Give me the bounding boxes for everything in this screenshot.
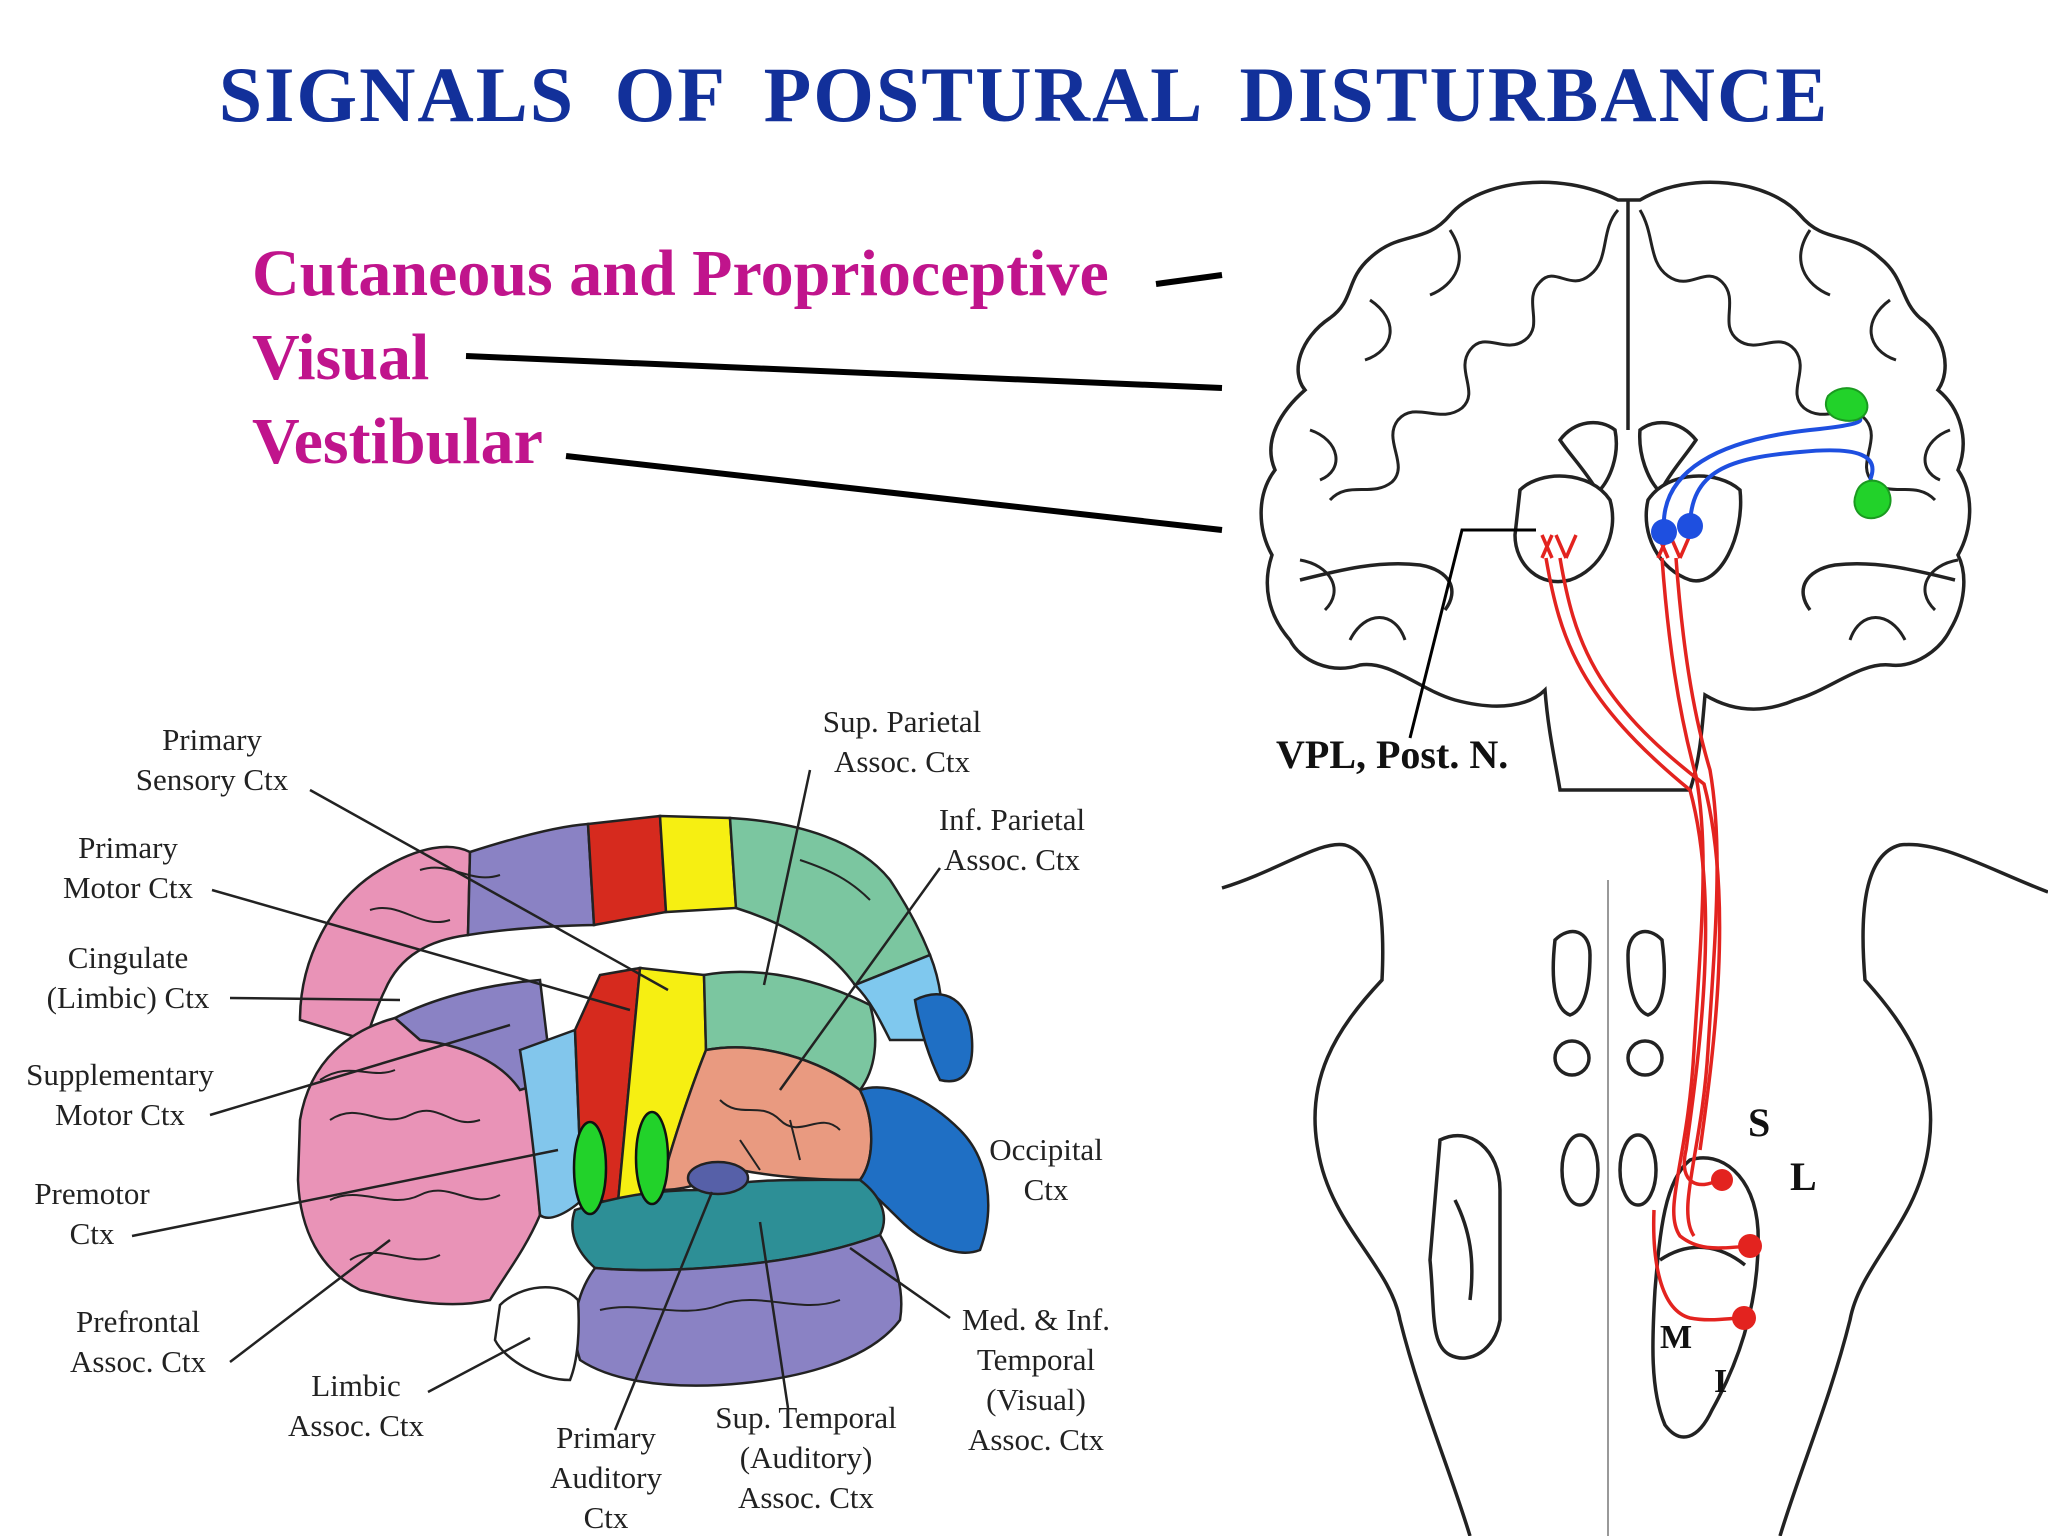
nucleus-s-label: S: [1748, 1100, 1770, 1145]
red-pathway-1: [1544, 557, 1719, 1187]
red-pathway-2: [1558, 557, 1722, 1151]
medial-supplementary-purple: [466, 822, 596, 937]
medial-primary-motor-red: [586, 814, 668, 927]
coronal-outer-outline: [1259, 180, 1972, 792]
medial-primary-sensory-yellow: [658, 814, 738, 914]
coronal-cortex-green-lower: [1853, 479, 1892, 520]
vpl-label: VPL, Post. N.: [1276, 732, 1508, 777]
cortex-green-oval-right: [634, 1110, 670, 1206]
vestibular-pointer-line: [565, 453, 1223, 533]
thalamus-neuron-1: [1651, 519, 1677, 545]
coronal-ventricles: [1557, 420, 1699, 495]
nucleus-l-red-dot: [1738, 1234, 1762, 1258]
brainstem-right-tubercle: [1626, 1039, 1664, 1077]
coronal-thalamus: [1513, 474, 1743, 584]
primary-motor-pointer: [211, 888, 631, 1012]
signal-visual-label: Visual: [252, 321, 430, 394]
nucleus-s-red-dot: [1711, 1169, 1733, 1191]
thalamus-neuron-2: [1677, 513, 1703, 539]
red-pathway-5: [1651, 1209, 1743, 1322]
coronal-brain-section: [1259, 180, 1972, 792]
blue-pathway-lower: [1688, 448, 1875, 529]
medial-occipital-blue: [913, 993, 974, 1083]
cingulate-label: Cingulate(Limbic) Ctx: [47, 940, 210, 1015]
cortex-map: [296, 814, 990, 1387]
brainstem-right-olive: [1618, 1133, 1658, 1207]
limbic-pointer: [427, 1336, 531, 1394]
nucleus-m-label: M: [1660, 1319, 1692, 1356]
lateral-premotor-lightblue: [518, 1028, 584, 1219]
red-pathway-terminals: [1540, 534, 1692, 559]
signal-cutaneous-label: Cutaneous and Proprioceptive: [252, 237, 1109, 310]
red-pathway-3: [1660, 557, 1753, 1250]
sup-parietal-pointer: [762, 769, 812, 986]
brainstem-section: [1221, 842, 2048, 1536]
cutaneous-pointer-line: [1155, 272, 1223, 287]
left-peduncle-outline: [1428, 1133, 1502, 1360]
limbic-assoc-white: [493, 1286, 580, 1382]
vpl-pointer-line: [1408, 528, 1536, 739]
primary-auditory-pointer: [613, 1191, 714, 1431]
lateral-prefrontal-pink: [296, 1008, 542, 1306]
brainstem-left-olive: [1560, 1133, 1600, 1207]
cingulate-pointer: [229, 996, 401, 1002]
supplementary-pointer: [209, 1023, 511, 1117]
brainstem-colliculi: [1551, 929, 1667, 1017]
lateral-occipital-blue: [858, 1086, 990, 1254]
nucleus-i-label: I: [1714, 1363, 1727, 1400]
brainstem-left-outline: [1221, 842, 1472, 1536]
coronal-cortex-green-upper: [1824, 387, 1869, 422]
cortex-green-oval-left: [572, 1120, 608, 1216]
cortex-pointer-lines: [131, 769, 951, 1431]
coronal-gyri-right: [1638, 209, 1959, 641]
inf-parietal-pointer: [778, 867, 942, 1091]
slide-title: SIGNALS OF POSTURAL DISTURBANCE: [218, 51, 1830, 138]
coronal-gyri-left: [1299, 208, 1620, 641]
nucleus-l-label: L: [1790, 1154, 1817, 1199]
primary-sensory-pointer: [309, 788, 669, 992]
sup-temporal-label: Sup. Temporal(Auditory)Assoc. Ctx: [715, 1400, 897, 1515]
red-pathway-4: [1674, 557, 1719, 1237]
lateral-med-inf-temporal-purple: [573, 1233, 903, 1387]
med-inf-temporal-pointer: [849, 1246, 951, 1320]
red-ascending-pathways: [1540, 534, 1753, 1322]
sup-temporal-pointer: [758, 1221, 790, 1409]
brainstem-left-tubercle: [1553, 1039, 1591, 1077]
premotor-pointer: [131, 1148, 559, 1238]
nucleus-m-red-dot: [1732, 1306, 1756, 1330]
signal-pointer-lines: [465, 272, 1223, 533]
prefrontal-pointer: [229, 1239, 391, 1363]
coronal-lateral-sulcus-right: [1801, 561, 1956, 612]
med-inf-temporal-label: Med. & Inf.Temporal(Visual)Assoc. Ctx: [962, 1302, 1110, 1457]
signal-vestibular-label: Vestibular: [252, 405, 543, 478]
visual-pointer-line: [465, 353, 1223, 391]
medial-parietal-green: [728, 816, 932, 987]
brainstem-right-outline: [1778, 842, 2048, 1536]
primary-auditory-ctx-patch: [686, 1160, 750, 1196]
coronal-lateral-sulcus-left: [1299, 561, 1454, 612]
